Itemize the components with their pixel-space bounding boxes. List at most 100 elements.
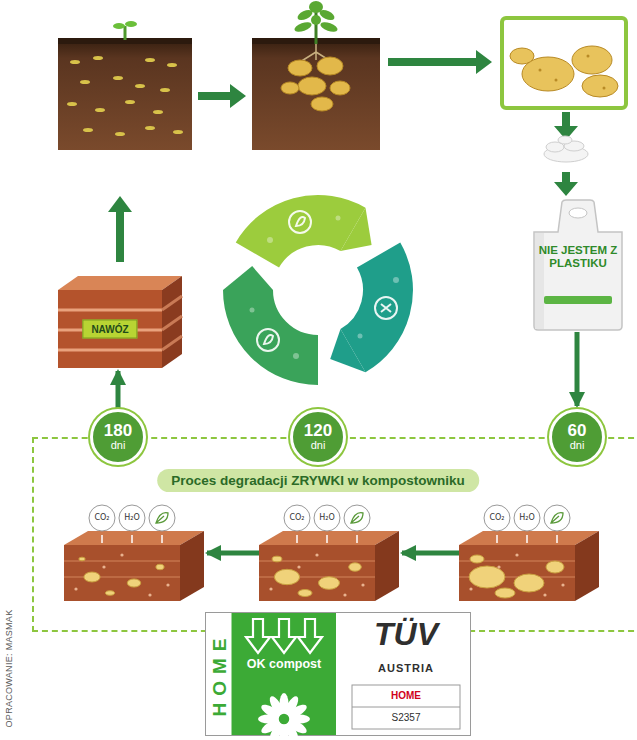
recycling-symbol xyxy=(223,266,273,290)
soil-speck xyxy=(543,593,546,596)
potato-fragment xyxy=(127,579,141,587)
day-circle: 180dni xyxy=(90,409,146,465)
recycling-symbol xyxy=(257,220,353,255)
soil-with-plant xyxy=(252,1,380,150)
layer-line xyxy=(162,336,182,350)
soil-with-plant xyxy=(311,15,321,25)
potato-fragment xyxy=(84,572,100,582)
tuv-logo: TÜV xyxy=(374,617,438,652)
gas-bubble xyxy=(484,505,510,531)
potato-fragment xyxy=(298,590,312,597)
soil-with-seeds xyxy=(67,102,77,106)
gas-label: H₂O xyxy=(319,514,335,522)
biomass-icon xyxy=(156,513,168,523)
compost-process-region: Proces degradacji ZRYWKI w kompostowniku… xyxy=(32,437,637,632)
bin-top xyxy=(259,531,399,545)
bin-front xyxy=(459,545,575,601)
gas-bubble xyxy=(284,505,310,531)
soil-with-seeds xyxy=(113,76,123,80)
gas-arrow xyxy=(296,535,298,543)
recycling-symbol xyxy=(358,334,363,339)
recycling-symbol xyxy=(250,216,400,360)
potato-harvest xyxy=(603,87,606,90)
process-arrow xyxy=(388,50,492,74)
soil-with-plant xyxy=(330,81,350,95)
bin-front xyxy=(259,545,375,601)
credit-note: OPRACOWANIE: MASMAK xyxy=(5,609,14,727)
potato-harvest xyxy=(587,55,590,58)
day-unit: dni xyxy=(570,439,585,451)
austria-text: AUSTRIA xyxy=(378,662,434,674)
soil-speck xyxy=(497,565,500,568)
soil-with-seeds xyxy=(115,132,125,136)
potato-fragment xyxy=(272,556,282,562)
recycling-symbol xyxy=(267,237,273,243)
recycling-symbol xyxy=(336,216,341,221)
starch-pile xyxy=(558,136,572,144)
soil-with-plant xyxy=(293,1,339,34)
soil-with-seeds xyxy=(135,84,145,88)
soil-with-plant xyxy=(281,57,350,111)
soil-speck xyxy=(102,565,105,568)
soil-with-seeds xyxy=(145,126,155,130)
recycling-symbol xyxy=(293,353,299,359)
potato-fragment xyxy=(470,555,484,563)
soil-with-seeds xyxy=(145,58,155,62)
daisy-center xyxy=(278,713,290,725)
day-number: 180 xyxy=(104,422,132,439)
soil-speck xyxy=(469,587,472,590)
bin-top xyxy=(64,531,204,545)
bin-front xyxy=(64,545,180,601)
gas-label: CO₂ xyxy=(489,514,504,522)
soil-with-seeds xyxy=(67,56,183,136)
potato-harvest xyxy=(572,46,612,74)
starch-pile xyxy=(544,136,588,162)
day-circle: 120dni xyxy=(290,409,346,465)
potato-fragment xyxy=(106,591,115,596)
potato-harvest xyxy=(510,48,534,64)
gas-arrow xyxy=(556,535,558,543)
fertilizer-box: NAWÓZ xyxy=(58,276,182,368)
compost-bin: CO₂H₂O xyxy=(64,505,204,601)
potato-fragment xyxy=(514,574,544,592)
bin-side xyxy=(180,531,204,601)
day-unit: dni xyxy=(111,439,126,451)
gas-bubble xyxy=(149,505,175,531)
day-unit: dni xyxy=(311,439,326,451)
soil-with-plant xyxy=(252,42,380,150)
recycling-symbol xyxy=(353,255,388,351)
bin-top xyxy=(459,531,599,545)
potato-fragment xyxy=(274,569,299,584)
recycling-symbol xyxy=(257,211,397,351)
down-arrow-icon xyxy=(298,619,322,653)
layer-line xyxy=(64,576,180,578)
gas-bubble xyxy=(119,505,145,531)
potato-harvest xyxy=(510,46,618,97)
soil-with-seeds xyxy=(125,100,135,104)
compost-bin: CO₂H₂O xyxy=(459,505,599,601)
biomass-icon xyxy=(351,513,363,523)
soil-with-seeds xyxy=(113,23,125,29)
soil-with-seeds xyxy=(160,88,170,92)
soil-with-plant xyxy=(319,20,339,34)
gas-arrow xyxy=(161,535,163,543)
soil-with-seeds xyxy=(125,21,137,27)
soil-with-plant xyxy=(293,20,313,34)
recycling-symbol xyxy=(330,329,365,372)
soil-speck xyxy=(361,583,364,586)
gas-label: CO₂ xyxy=(289,514,304,522)
potato-fragment xyxy=(156,564,164,569)
gas-bubble xyxy=(514,505,540,531)
soil-with-seeds xyxy=(167,63,177,67)
potato-fragment xyxy=(546,561,564,573)
home-code: HOME xyxy=(391,690,421,701)
soil-with-seeds xyxy=(95,108,105,112)
gas-bubble xyxy=(544,505,570,531)
potato-fragment xyxy=(319,577,340,590)
gas-arrow xyxy=(496,535,498,543)
code-box xyxy=(352,685,460,729)
gas-label: CO₂ xyxy=(94,514,109,522)
soil-with-seeds xyxy=(124,26,127,40)
soil-with-seeds xyxy=(58,42,192,150)
